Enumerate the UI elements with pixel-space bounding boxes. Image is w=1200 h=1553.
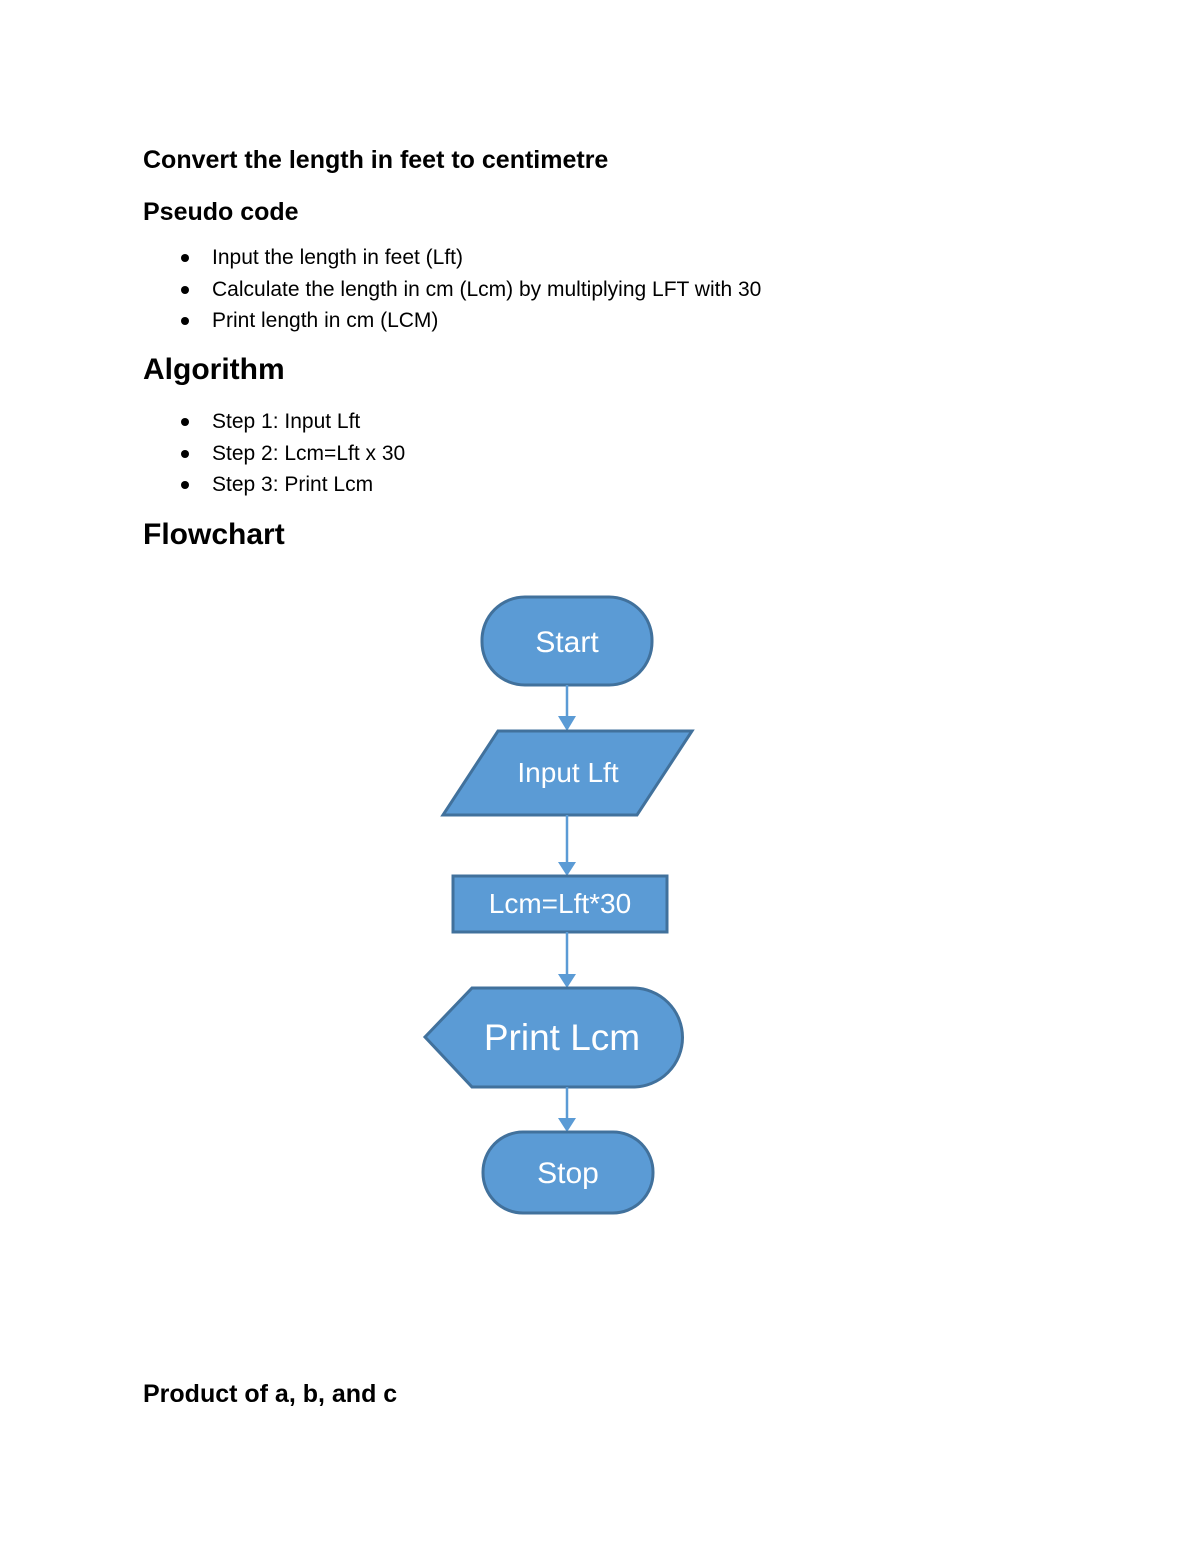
terminator-shape xyxy=(481,1130,655,1215)
algorithm-list: Step 1: Input Lft Step 2: Lcm=Lft x 30 S… xyxy=(143,406,405,501)
output-node-label: Print Lcm xyxy=(484,1017,640,1058)
parallelogram-shape xyxy=(440,729,695,817)
pseudo-code-heading: Pseudo code xyxy=(143,198,299,226)
doc-title: Convert the length in feet to centimetre xyxy=(143,146,609,174)
process-node-label: Lcm=Lft*30 xyxy=(489,888,631,919)
flow-arrow xyxy=(558,685,576,731)
bullet-item: Step 3: Print Lcm xyxy=(143,469,405,501)
stop-node: Stop xyxy=(481,1130,655,1215)
display-shape xyxy=(422,986,684,1089)
flowchart-canvas: Start Input Lft Lcm=Lft*30 xyxy=(422,595,695,1215)
flow-arrow xyxy=(558,1087,576,1132)
bullet-item: Step 1: Input Lft xyxy=(143,406,405,438)
flow-arrow xyxy=(558,815,576,876)
bullet-item: Step 2: Lcm=Lft x 30 xyxy=(143,438,405,470)
output-node: Print Lcm xyxy=(422,986,684,1089)
bullet-item: Print length in cm (LCM) xyxy=(143,305,761,337)
flowchart-heading: Flowchart xyxy=(143,518,285,551)
product-heading: Product of a, b, and c xyxy=(143,1380,398,1408)
algorithm-heading: Algorithm xyxy=(143,353,285,386)
pseudo-code-list: Input the length in feet (Lft) Calculate… xyxy=(143,242,761,337)
start-node: Start xyxy=(480,595,654,687)
bullet-item: Calculate the length in cm (Lcm) by mult… xyxy=(143,274,761,306)
process-node: Lcm=Lft*30 xyxy=(451,874,669,934)
rectangle-shape xyxy=(451,874,669,934)
start-node-label: Start xyxy=(535,626,599,659)
stop-node-label: Stop xyxy=(537,1157,599,1190)
input-node-label: Input Lft xyxy=(517,757,618,788)
bullet-item: Input the length in feet (Lft) xyxy=(143,242,761,274)
flow-arrow xyxy=(558,932,576,988)
input-node: Input Lft xyxy=(440,729,695,817)
